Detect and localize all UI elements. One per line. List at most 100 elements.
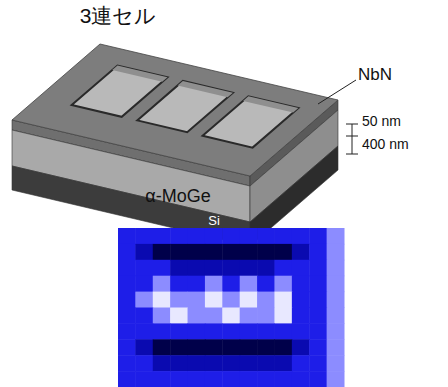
heatmap-pixel bbox=[205, 244, 223, 260]
heatmap-pixel bbox=[292, 276, 310, 292]
heatmap-pixel bbox=[135, 371, 153, 387]
heatmap-pixel bbox=[118, 228, 136, 244]
heatmap-pixel bbox=[222, 371, 240, 387]
heatmap-pixel bbox=[188, 355, 206, 371]
heatmap-pixel bbox=[205, 228, 223, 244]
heatmap-pixel bbox=[188, 308, 206, 324]
heatmap-pixel bbox=[327, 244, 345, 260]
heatmap-pixel bbox=[257, 276, 275, 292]
heatmap-pixel bbox=[222, 260, 240, 276]
heatmap-pixel bbox=[257, 260, 275, 276]
heatmap-pixel bbox=[118, 323, 136, 339]
heatmap-pixel bbox=[274, 355, 292, 371]
heatmap-pixel bbox=[222, 228, 240, 244]
heatmap-pixel bbox=[257, 339, 275, 355]
heatmap-pixel bbox=[240, 260, 258, 276]
heatmap-pixel bbox=[135, 244, 153, 260]
heatmap-pixel bbox=[292, 244, 310, 260]
heatmap-pixel bbox=[274, 276, 292, 292]
heatmap-pixel bbox=[153, 323, 171, 339]
heatmap-pixel bbox=[135, 260, 153, 276]
heatmap-pixel bbox=[257, 355, 275, 371]
heatmap-pixel bbox=[170, 323, 188, 339]
heatmap-pixel bbox=[309, 276, 327, 292]
heatmap-pixel bbox=[274, 292, 292, 308]
heatmap-image bbox=[118, 228, 345, 387]
heatmap-pixel bbox=[170, 308, 188, 324]
heatmap-pixel bbox=[309, 292, 327, 308]
heatmap-pixel bbox=[309, 308, 327, 324]
heatmap-pixel bbox=[153, 339, 171, 355]
heatmap-pixel bbox=[170, 228, 188, 244]
heatmap-pixel bbox=[205, 308, 223, 324]
heatmap-pixel bbox=[170, 339, 188, 355]
heatmap-pixel bbox=[309, 355, 327, 371]
heatmap-pixel bbox=[274, 371, 292, 387]
heatmap-pixel bbox=[188, 260, 206, 276]
heatmap-pixel bbox=[327, 371, 345, 387]
heatmap-pixel bbox=[205, 260, 223, 276]
layer-label: NbN bbox=[358, 66, 392, 85]
heatmap-pixel bbox=[153, 228, 171, 244]
heatmap-pixel bbox=[153, 371, 171, 387]
heatmap-pixel bbox=[153, 355, 171, 371]
heatmap-pixel bbox=[309, 371, 327, 387]
heatmap-pixel bbox=[135, 339, 153, 355]
heatmap-pixel bbox=[118, 260, 136, 276]
heatmap-pixel bbox=[240, 371, 258, 387]
heatmap-pixel bbox=[240, 339, 258, 355]
nbn-top-face bbox=[12, 44, 338, 176]
heatmap-pixel bbox=[205, 276, 223, 292]
heatmap-pixel bbox=[257, 308, 275, 324]
cell-wall bbox=[243, 96, 298, 112]
heatmap-pixel bbox=[274, 323, 292, 339]
si-substrate bbox=[12, 166, 250, 246]
heatmap-pixel bbox=[292, 339, 310, 355]
heatmap-pixel bbox=[309, 339, 327, 355]
heatmap-pixel bbox=[170, 292, 188, 308]
heatmap-pixel bbox=[327, 228, 345, 244]
heatmap-pixel bbox=[292, 308, 310, 324]
heatmap-pixel bbox=[118, 292, 136, 308]
heatmap-pixel bbox=[274, 308, 292, 324]
heatmap-pixel bbox=[327, 355, 345, 371]
heatmap-pixel bbox=[205, 355, 223, 371]
heatmap-pixel bbox=[170, 244, 188, 260]
heatmap-pixel bbox=[222, 355, 240, 371]
heatmap-pixel bbox=[309, 323, 327, 339]
heatmap-pixel bbox=[188, 292, 206, 308]
heatmap-pixel bbox=[240, 292, 258, 308]
heatmap-pixel bbox=[205, 339, 223, 355]
heatmap-pixel bbox=[274, 228, 292, 244]
heatmap-pixel bbox=[309, 228, 327, 244]
heatmap-pixel bbox=[222, 339, 240, 355]
heatmap-pixel bbox=[118, 339, 136, 355]
heatmap-pixel bbox=[257, 244, 275, 260]
heatmap-pixel bbox=[153, 292, 171, 308]
heatmap-pixel bbox=[240, 276, 258, 292]
heatmap-pixel bbox=[222, 323, 240, 339]
heatmap-pixel bbox=[240, 355, 258, 371]
cell-wall bbox=[178, 81, 233, 97]
heatmap-pixel bbox=[274, 260, 292, 276]
layer-label: α-MoGe bbox=[145, 187, 210, 207]
dimension-label: 400 nm bbox=[362, 137, 409, 152]
heatmap-pixel bbox=[188, 276, 206, 292]
heatmap-pixel bbox=[170, 371, 188, 387]
heatmap-pixel bbox=[222, 292, 240, 308]
heatmap-pixel bbox=[118, 308, 136, 324]
heatmap-pixel bbox=[170, 260, 188, 276]
heatmap-pixel bbox=[135, 292, 153, 308]
heatmap-pixel bbox=[118, 276, 136, 292]
heatmap-pixel bbox=[135, 323, 153, 339]
cell-opening bbox=[203, 96, 299, 147]
heatmap-pixel bbox=[257, 228, 275, 244]
heatmap-pixel bbox=[135, 228, 153, 244]
heatmap-pixel bbox=[153, 308, 171, 324]
dimension-line bbox=[352, 124, 353, 154]
heatmap-pixel bbox=[292, 228, 310, 244]
heatmap-pixel bbox=[153, 244, 171, 260]
heatmap-pixel bbox=[188, 371, 206, 387]
heatmap-pixel bbox=[292, 323, 310, 339]
